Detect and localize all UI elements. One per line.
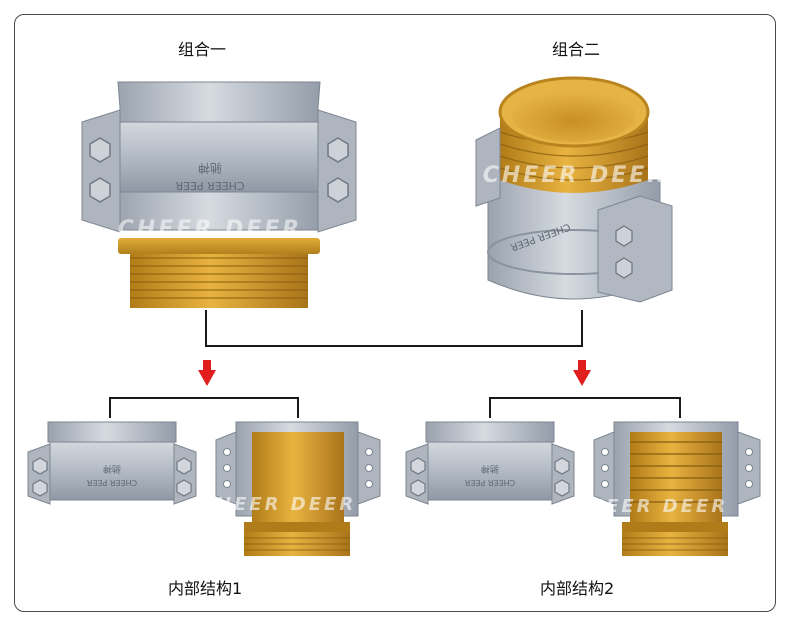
arrow-down-icon xyxy=(573,360,591,386)
inner-2-clamp-with-brass xyxy=(593,421,761,556)
inner-1-clamp-half: CHEER PEER 驰神 xyxy=(27,421,197,505)
combo-2-assembly: CHEER PEER CHEER DEER xyxy=(475,76,673,303)
inner-1-watermark: CHEER DEER xyxy=(200,494,356,515)
combo-2-clamp-body: CHEER PEER xyxy=(487,179,673,303)
combo-2-brass-thread xyxy=(475,76,650,207)
inner-2-brand-cn: 驰神 xyxy=(481,463,499,475)
combo-1-brass-thread xyxy=(118,238,320,308)
inner-2-brand-en: CHEER PEER xyxy=(464,478,515,487)
combo-1-brand-cn: 驰神 xyxy=(198,161,222,175)
combo-1-brand-en: CHEER PEER xyxy=(175,179,245,192)
combo-2-watermark: CHEER DEER xyxy=(483,163,667,188)
inner-2-watermark: CHEER DEER xyxy=(572,496,728,517)
inner-1-brand-cn: 驰神 xyxy=(103,463,121,475)
inner-2-clamp-half: CHEER PEER 驰神 xyxy=(405,421,575,505)
inner-structure-2-label: 内部结构2 xyxy=(540,579,615,598)
combo-1-clamp-body: CHEER PEER 驰神 xyxy=(81,81,357,233)
inner-1-clamp-with-brass xyxy=(215,421,381,556)
combo-2-label: 组合二 xyxy=(552,40,601,59)
inner-1-brand-en: CHEER PEER xyxy=(86,478,137,487)
connector-lines xyxy=(109,310,681,418)
combo-1-assembly: CHEER PEER 驰神 CHEER DEER xyxy=(81,81,357,308)
arrow-down-icon xyxy=(198,360,216,386)
inner-structure-1-label: 内部结构1 xyxy=(168,579,243,598)
combo-1-label: 组合一 xyxy=(178,40,227,59)
combo-1-watermark: CHEER DEER xyxy=(118,217,302,242)
